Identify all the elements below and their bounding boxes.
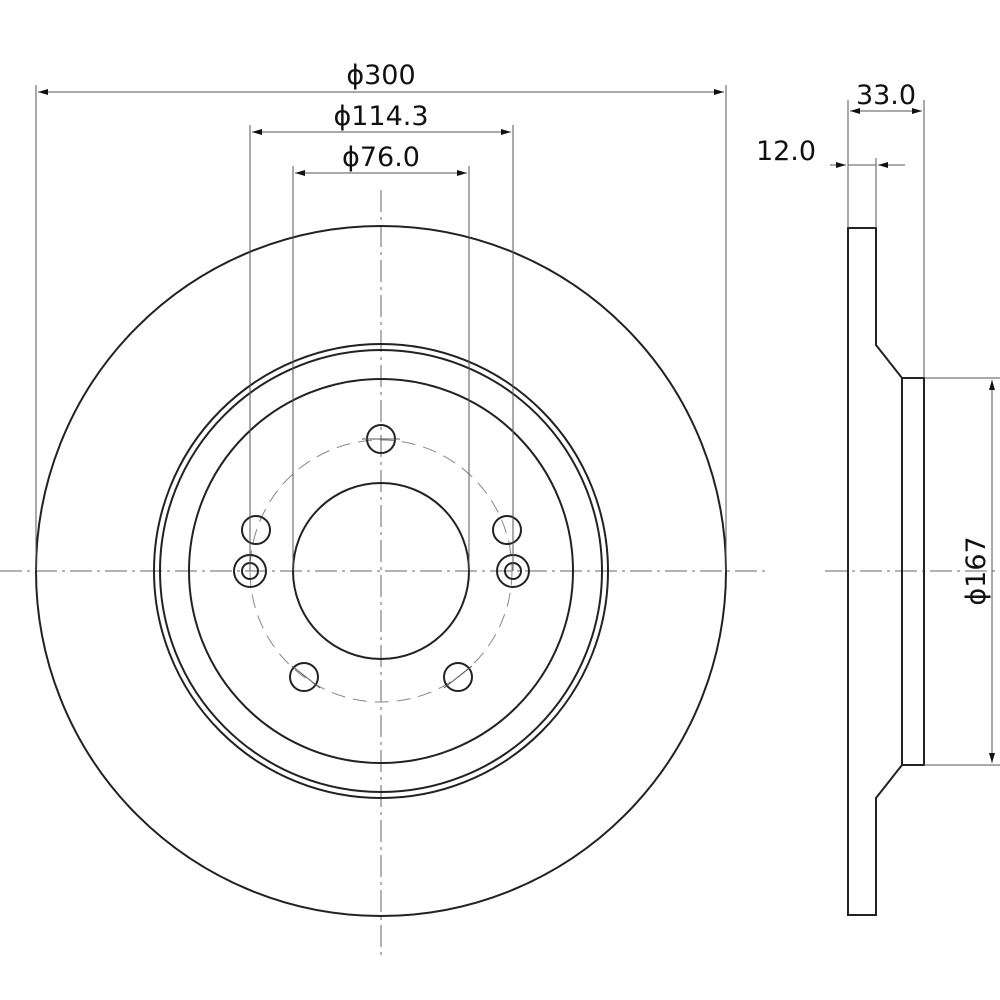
bolt-hole [289, 662, 319, 692]
front-view: ϕ300 ϕ114.3 ϕ76.0 [0, 60, 765, 955]
hat-edge [188, 378, 574, 764]
bolt-circle [249, 439, 513, 703]
bolt-holes [241, 424, 522, 692]
label-bolt-circle: ϕ114.3 [333, 101, 428, 132]
label-total-height: 33.0 [856, 80, 916, 111]
label-outer-diameter: ϕ300 [346, 60, 415, 91]
bolt-hole [492, 515, 522, 545]
label-hat-diameter: ϕ167 [961, 536, 992, 605]
bolt-hole [241, 515, 271, 545]
label-center-bore: ϕ76.0 [342, 142, 420, 173]
chamfer-ring [159, 349, 603, 793]
side-view: 33.0 12.0 ϕ167 [756, 80, 1000, 916]
bolt-hole [443, 662, 473, 692]
label-disc-thickness: 12.0 [756, 136, 816, 167]
friction-ring-inner-edge [153, 343, 609, 799]
